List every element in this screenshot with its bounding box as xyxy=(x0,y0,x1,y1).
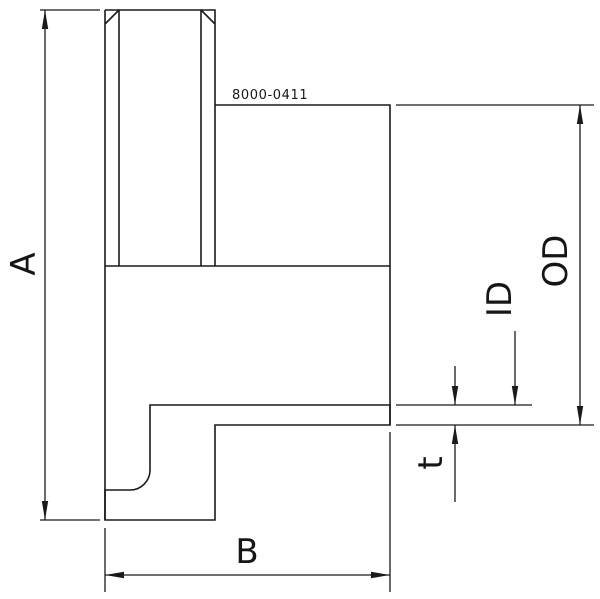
dim-label-id: ID xyxy=(480,281,520,317)
dimension-B: B xyxy=(104,432,391,592)
part-number-label: 8000-0411 xyxy=(232,88,308,103)
dimension-ID: ID xyxy=(480,281,520,405)
part-edges xyxy=(104,9,391,520)
dimension-OD: OD xyxy=(396,104,594,425)
dimension-A: A xyxy=(4,9,100,521)
dim-label-b: B xyxy=(235,532,258,572)
dimension-t: t xyxy=(396,366,594,502)
section-hatch-region xyxy=(104,404,391,521)
dim-label-od: OD xyxy=(536,235,576,288)
dim-label-t: t xyxy=(411,456,451,469)
part-outline xyxy=(104,9,391,521)
dim-label-a: A xyxy=(4,252,44,275)
